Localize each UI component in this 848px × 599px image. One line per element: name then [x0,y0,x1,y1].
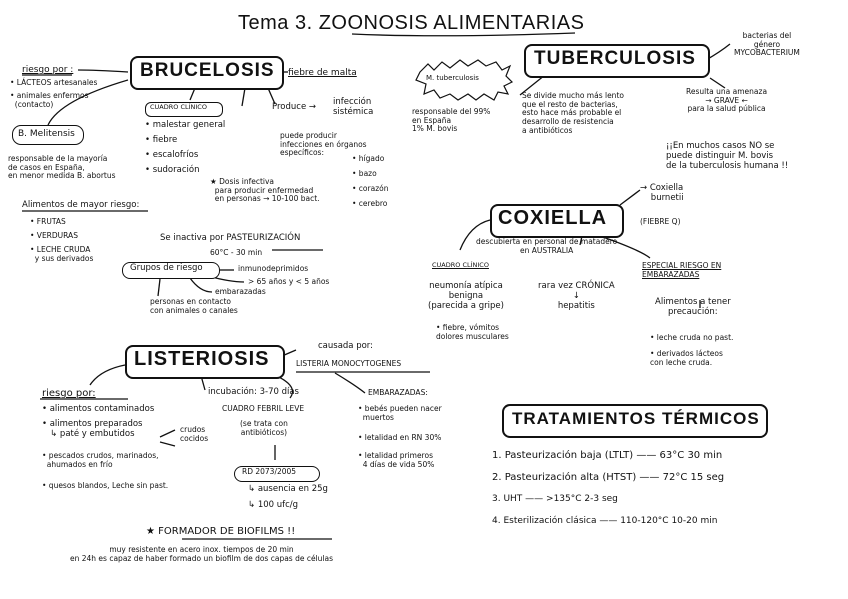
brucelosis-infeccion: infección sistémica [333,97,374,117]
brucelosis-dosis: ★ Dosis infectiva para producir enfermed… [210,177,320,204]
brucelosis-species: B. Melitensis [18,129,75,139]
listeriosis-rd-box [234,466,320,482]
brucelosis-alimento-3: • LECHE CRUDA y sus derivados [30,245,94,263]
brucelosis-grupo-4: personas en contacto con animales o cana… [150,297,238,315]
brucelosis-cuadro-label: CUADRO CLÍNICO [150,103,207,111]
listeriosis-embarazadas-1: • bebés pueden nacer muertos [358,404,442,422]
brucelosis-grupos-box [122,262,220,279]
brucelosis-sintoma-3: • escalofríos [145,150,199,160]
brucelosis-riesgo-2: • animales enfermos (contacto) [10,91,89,109]
tuberculosis-nota: ¡¡En muchos casos NO se puede distinguir… [666,141,789,171]
listeriosis-biofilms-note: muy resistente en acero inox. tiempos de… [70,545,334,563]
brucelosis-organo-4: • cerebro [352,199,388,208]
listeriosis-embarazadas-2: • letalidad en RN 30% [358,433,442,442]
listeriosis-biofilms: ★ FORMADOR DE BIOFILMS !! [146,526,296,537]
brucelosis-inactiva-temp: 60°C - 30 min [210,248,263,257]
coxiella-box [490,204,624,238]
listeriosis-riesgo-title: riesgo por: [42,388,96,399]
listeriosis-rd-item-1: ↳ ausencia en 25g [248,484,328,494]
listeriosis-cuadro-febril: CUADRO FEBRIL LEVE [222,404,305,413]
tuberculosis-title: TUBERCULOSIS [534,48,696,69]
brucelosis-alimento-1: • FRUTAS [30,217,66,226]
brucelosis-grupos-label: Grupos de riesgo [130,263,203,273]
listeriosis-riesgo-4: • quesos blandos, Leche sin past. [42,481,169,490]
listeriosis-agente: LISTERIA MONOCYTOGENES [296,359,402,368]
tuberculosis-species: M. tuberculosis [426,74,479,82]
brucelosis-organos-intro: puede producir infecciones en órganos es… [280,131,367,158]
coxiella-cronica: rara vez CRÓNICA ↓ hepatitis [538,281,615,311]
brucelosis-sintoma-1: • malestar general [145,120,226,130]
brucelosis-alimentos-title: Alimentos de mayor riesgo: [22,200,140,210]
brucelosis-grupo-1: inmunodeprimidos [238,264,309,273]
tuberculosis-resp: responsable del 99% en España 1% M. bovi… [412,107,491,134]
coxiella-descubierta: descubierta en personal de matadero en A… [476,237,618,255]
listeriosis-riesgo-1: • alimentos contaminados [42,404,155,414]
coxiella-title: COXIELLA [498,207,608,229]
brucelosis-box [130,56,284,90]
tratamiento-3: 3. UHT —— >135°C 2-3 seg [492,494,618,504]
coxiella-alimento-2: • derivados lácteos con leche cruda. [650,349,723,367]
tuberculosis-box [524,44,710,78]
listeriosis-crudos-cocidos: crudos cocidos [180,425,209,443]
tuberculosis-divide: Se divide mucho más lento que el resto d… [522,91,624,135]
listeriosis-se-trata: (se trata con antibióticos) [240,419,288,437]
listeriosis-riesgo-3: • pescados crudos, marinados, ahumados e… [42,451,159,469]
brucelosis-species-box [12,125,84,145]
brucelosis-sintoma-4: • sudoración [145,165,200,175]
listeriosis-rd-label: RD 2073/2005 [242,467,297,476]
listeriosis-incubacion: incubación: 3-70 días [208,387,299,397]
coxiella-fiebre-vomitos: • fiebre, vómitos dolores musculares [436,323,509,341]
listeriosis-box [125,345,285,379]
brucelosis-riesgo-1: • LÁCTEOS artesanales [10,78,98,87]
listeriosis-embarazadas-3: • letalidad primeros 4 días de vida 50% [358,451,435,469]
brucelosis-inactiva: Se inactiva por PASTEURIZACIÓN [160,233,301,243]
listeriosis-riesgo-2: • alimentos preparados ↳ paté y embutido… [42,419,143,439]
brucelosis-grupo-3: embarazadas [215,287,266,296]
tuberculosis-amenaza: Resulta una amenaza → GRAVE ← para la sa… [686,87,768,114]
coxiella-species: → Coxiella burnetii [640,183,684,203]
tratamiento-4: 4. Esterilización clásica —— 110-120°C 1… [492,516,718,526]
listeriosis-embarazadas-title: EMBARAZADAS: [368,388,428,397]
brucelosis-alias: fiebre de malta [288,68,357,78]
coxiella-especial: ESPECIAL RIESGO EN EMBARAZADAS [642,261,722,279]
brucelosis-title: BRUCELOSIS [140,60,275,81]
coxiella-cuadro-label: CUADRO CLÍNICO [432,261,489,269]
brucelosis-sintoma-2: • fiebre [145,135,178,145]
brucelosis-riesgo-title: riesgo por : [22,65,74,75]
tratamientos-title: TRATAMIENTOS TÉRMICOS [512,409,760,428]
tratamiento-1: 1. Pasteurización baja (LTLT) —— 63°C 30… [492,450,723,461]
coxiella-neumonia: neumonía atípica benigna (parecida a gri… [428,281,504,311]
tuberculosis-bacterias: bacterias del género MYCOBACTERIUM [734,31,800,58]
brucelosis-species-note: responsable de la mayoría de casos en Es… [8,154,116,181]
listeriosis-causada: causada por: [318,341,374,351]
brucelosis-grupo-2: > 65 años y < 5 años [248,277,330,286]
coxiella-alimento-1: • leche cruda no past. [650,333,734,342]
tratamiento-2: 2. Pasteurización alta (HTST) —— 72°C 15… [492,472,725,483]
brucelosis-organo-1: • hígado [352,154,385,163]
brucelosis-produce: Produce → [272,102,316,112]
brucelosis-organo-3: • corazón [352,184,389,193]
page-title: Tema 3. ZOONOSIS ALIMENTARIAS [238,12,585,34]
brucelosis-alimento-2: • VERDURAS [30,231,78,240]
listeriosis-title: LISTERIOSIS [134,348,270,370]
brucelosis-organo-2: • bazo [352,169,377,178]
brucelosis-cuadro-box [145,102,223,117]
listeriosis-rd-item-2: ↳ 100 ufc/g [248,500,299,510]
coxiella-precaucion: Alimentos a tener precaución: [655,297,731,317]
coxiella-fiebre: (FIEBRE Q) [640,217,681,226]
tratamientos-box [502,404,768,438]
